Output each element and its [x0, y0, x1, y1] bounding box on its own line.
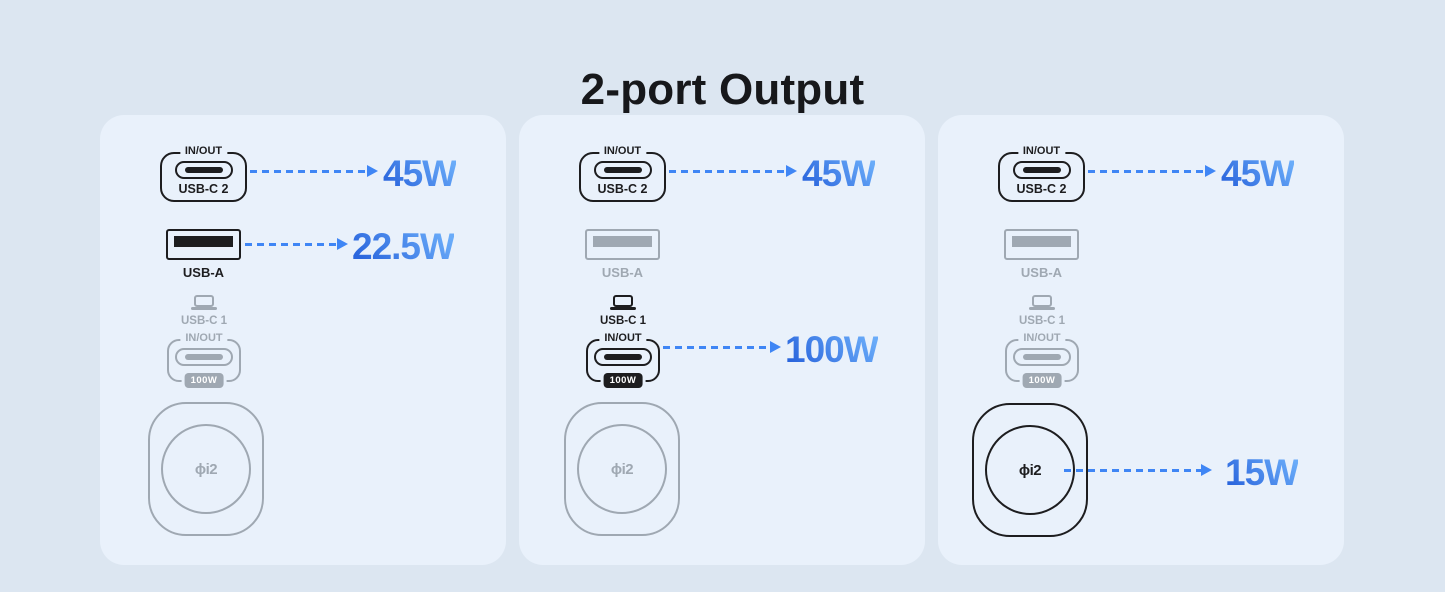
usb-c-connector-icon — [1013, 348, 1071, 366]
usb-c-pin-bar — [1022, 167, 1061, 173]
usb-c2-port: IN/OUT USB-C 2 — [998, 145, 1085, 202]
wireless-output-watt: 15W — [1225, 452, 1299, 493]
dashed-arrow — [1088, 164, 1216, 178]
charging-coil-circle: ϕi2 — [577, 424, 667, 514]
usb-c2-port-group: IN/OUT USB-C 2 — [160, 145, 247, 202]
usb-c1-port-group: USB-C 1 IN/OUT 100W — [1005, 295, 1079, 388]
dashed-arrow — [663, 340, 781, 354]
usb-c1-output-watt: 100W — [785, 329, 879, 370]
usb-c2-port-group: IN/OUT USB-C 2 — [579, 145, 666, 202]
arrow-line — [1064, 468, 1201, 472]
usb-c-pin-bar — [1023, 354, 1061, 360]
dashed-arrow — [1064, 463, 1212, 477]
usb-c1-port: IN/OUT 100W — [1005, 332, 1079, 388]
wireless-charging-pad: ϕi2 — [564, 402, 680, 536]
usb-a-port-group: USB-A — [1004, 229, 1079, 280]
usb-c1-port-group: USB-C 1 IN/OUT 100W — [586, 295, 660, 388]
arrow-head-icon — [1201, 464, 1212, 476]
usb-c1-port: IN/OUT 100W — [167, 332, 241, 388]
usb-c1-io-label: IN/OUT — [1018, 332, 1066, 344]
arrow-head-icon — [786, 165, 797, 177]
arrow-line — [250, 169, 367, 173]
qi2-logo: ϕi2 — [194, 460, 218, 478]
usb-c2-label: USB-C 2 — [597, 182, 648, 196]
combo-panel-usbc2-wireless: IN/OUT USB-C 2 45W USB-A USB-C 1 IN/OUT … — [938, 115, 1344, 565]
qi2-logo: ϕi2 — [610, 460, 634, 478]
usb-c-connector-icon — [174, 161, 233, 179]
laptop-icon — [191, 295, 217, 310]
laptop-icon — [610, 295, 636, 310]
usb-a-pin-bar — [174, 236, 233, 247]
wireless-pad-group: ϕi2 — [148, 402, 264, 536]
usb-c-connector-icon — [593, 161, 652, 179]
usb-c2-port: IN/OUT USB-C 2 — [579, 145, 666, 202]
usb-c-connector-icon — [1012, 161, 1071, 179]
usb-c1-max-watt-badge: 100W — [1022, 373, 1062, 388]
usb-a-port-group: USB-A — [585, 229, 660, 280]
charging-coil-circle: ϕi2 — [161, 424, 251, 514]
usb-a-label: USB-A — [182, 265, 225, 280]
dashed-arrow — [250, 164, 378, 178]
page-title: 2-port Output — [580, 65, 865, 115]
usb-c2-label: USB-C 2 — [1016, 182, 1067, 196]
usb-c-connector-icon — [594, 348, 652, 366]
usb-c2-port-group: IN/OUT USB-C 2 — [998, 145, 1085, 202]
usb-a-output-watt: 22.5W — [352, 226, 455, 267]
arrow-head-icon — [367, 165, 378, 177]
arrow-head-icon — [337, 238, 348, 250]
usb-c1-label: USB-C 1 — [1018, 315, 1065, 327]
usb-c1-label: USB-C 1 — [180, 315, 227, 327]
usb-a-pin-bar — [593, 236, 652, 247]
qi2-logo: ϕi2 — [1018, 461, 1042, 479]
arrow-line — [245, 242, 337, 246]
laptop-icon — [1029, 295, 1055, 310]
usb-c-connector-icon — [175, 348, 233, 366]
arrow-line — [1088, 169, 1205, 173]
arrow-line — [669, 169, 786, 173]
usb-c1-max-watt-badge: 100W — [603, 373, 643, 388]
wireless-charging-pad: ϕi2 — [148, 402, 264, 536]
charging-coil-circle: ϕi2 — [985, 425, 1075, 515]
usb-c2-output-watt: 45W — [383, 153, 457, 194]
combo-panel-usbc2-usba: IN/OUT USB-C 2 45W USB-A 22.5W USB-C 1 I… — [100, 115, 506, 565]
usb-a-label: USB-A — [601, 265, 644, 280]
arrow-head-icon — [1205, 165, 1216, 177]
usb-c2-io-label: IN/OUT — [1017, 145, 1066, 157]
usb-a-label: USB-A — [1020, 265, 1063, 280]
usb-c-pin-bar — [185, 354, 223, 360]
usb-c2-label: USB-C 2 — [178, 182, 229, 196]
usb-a-port — [1004, 229, 1079, 260]
arrow-line — [663, 345, 770, 349]
usb-c1-max-watt-badge: 100W — [184, 373, 224, 388]
wireless-pad-group: ϕi2 — [564, 402, 680, 536]
usb-c1-port-group: USB-C 1 IN/OUT 100W — [167, 295, 241, 388]
usb-c-pin-bar — [184, 167, 223, 173]
combo-panel-usbc2-usbc1: IN/OUT USB-C 2 45W USB-A USB-C 1 IN/OUT … — [519, 115, 925, 565]
usb-c1-io-label: IN/OUT — [599, 332, 647, 344]
dashed-arrow — [245, 237, 348, 251]
usb-c1-io-label: IN/OUT — [180, 332, 228, 344]
usb-a-port-group: USB-A — [166, 229, 241, 280]
usb-a-port — [585, 229, 660, 260]
dashed-arrow — [669, 164, 797, 178]
usb-c1-label: USB-C 1 — [599, 315, 646, 327]
usb-c2-io-label: IN/OUT — [598, 145, 647, 157]
usb-c2-output-watt: 45W — [1221, 153, 1295, 194]
usb-c2-io-label: IN/OUT — [179, 145, 228, 157]
usb-c2-port: IN/OUT USB-C 2 — [160, 145, 247, 202]
arrow-head-icon — [770, 341, 781, 353]
usb-c1-port: IN/OUT 100W — [586, 332, 660, 388]
usb-a-pin-bar — [1012, 236, 1071, 247]
usb-a-port — [166, 229, 241, 260]
usb-c-pin-bar — [603, 167, 642, 173]
usb-c2-output-watt: 45W — [802, 153, 876, 194]
usb-c-pin-bar — [604, 354, 642, 360]
